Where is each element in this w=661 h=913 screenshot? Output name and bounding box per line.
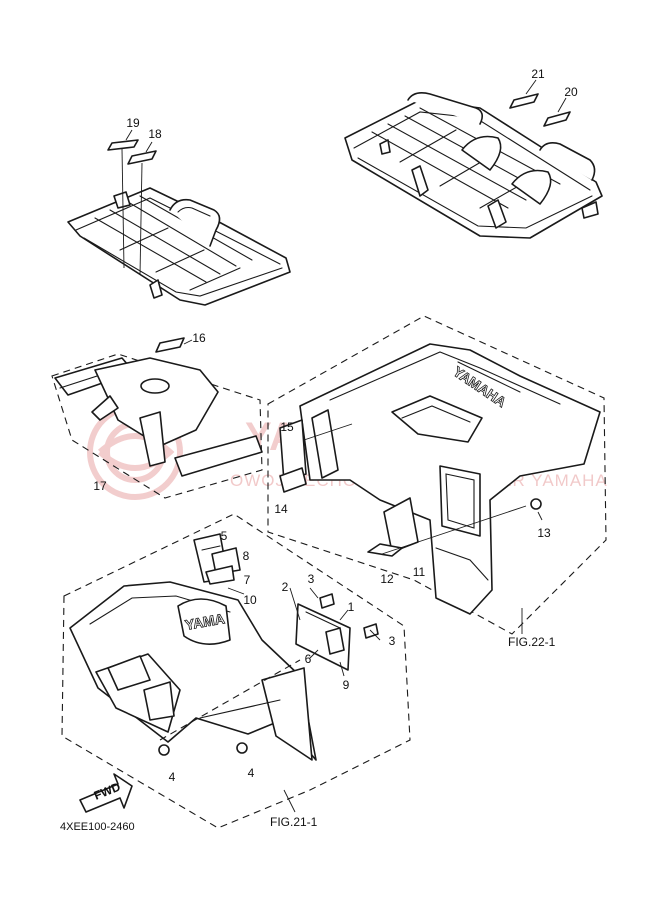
callout-11: 11 (413, 565, 426, 579)
callout-5: 5 (221, 529, 228, 543)
fig21-leader (283, 789, 296, 813)
decal-21 (509, 79, 539, 109)
callout-2: 2 (282, 580, 289, 594)
front-flap-group: BEARTRACKER (51, 337, 263, 499)
fwd-arrow-icon: FWD (79, 773, 133, 813)
callout-15: 15 (280, 420, 294, 434)
callout-8: 8 (243, 549, 250, 563)
callout-4b: 4 (248, 766, 255, 780)
front-carrier (67, 187, 291, 306)
diagram-code: 4XEE100-2460 (60, 821, 135, 833)
callout-18: 18 (148, 127, 162, 141)
callout-3a: 3 (308, 572, 315, 586)
figure-ref-22-1: FIG.22-1 (508, 635, 556, 649)
callout-6: 6 (305, 652, 312, 666)
callout-1: 1 (348, 600, 355, 614)
callout-7: 7 (244, 573, 251, 587)
callout-labels: 1 2 3 3 4 4 5 6 7 8 9 10 11 12 13 14 15 … (93, 67, 578, 784)
front-fender-emblem: YAMA (184, 610, 226, 633)
callout-21: 21 (531, 67, 545, 81)
decal-18 (127, 141, 157, 276)
decal-19 (107, 129, 139, 269)
front-fender-group: YAMA (61, 513, 411, 829)
callout-3b: 3 (389, 634, 396, 648)
callout-14: 14 (274, 502, 288, 516)
callout-13: 13 (537, 526, 551, 540)
callout-12: 12 (380, 572, 394, 586)
callout-17: 17 (93, 479, 107, 493)
callout-10: 10 (243, 593, 257, 607)
callout-9: 9 (343, 678, 350, 692)
callout-19: 19 (126, 116, 140, 130)
rear-fender-group: YAMAHA (267, 315, 607, 635)
figure-ref-21-1: FIG.21-1 (270, 815, 318, 829)
callout-16: 16 (192, 331, 206, 345)
decal-20 (543, 97, 571, 127)
rear-carrier (344, 92, 603, 239)
callout-4a: 4 (169, 770, 176, 784)
callout-20: 20 (564, 85, 578, 99)
